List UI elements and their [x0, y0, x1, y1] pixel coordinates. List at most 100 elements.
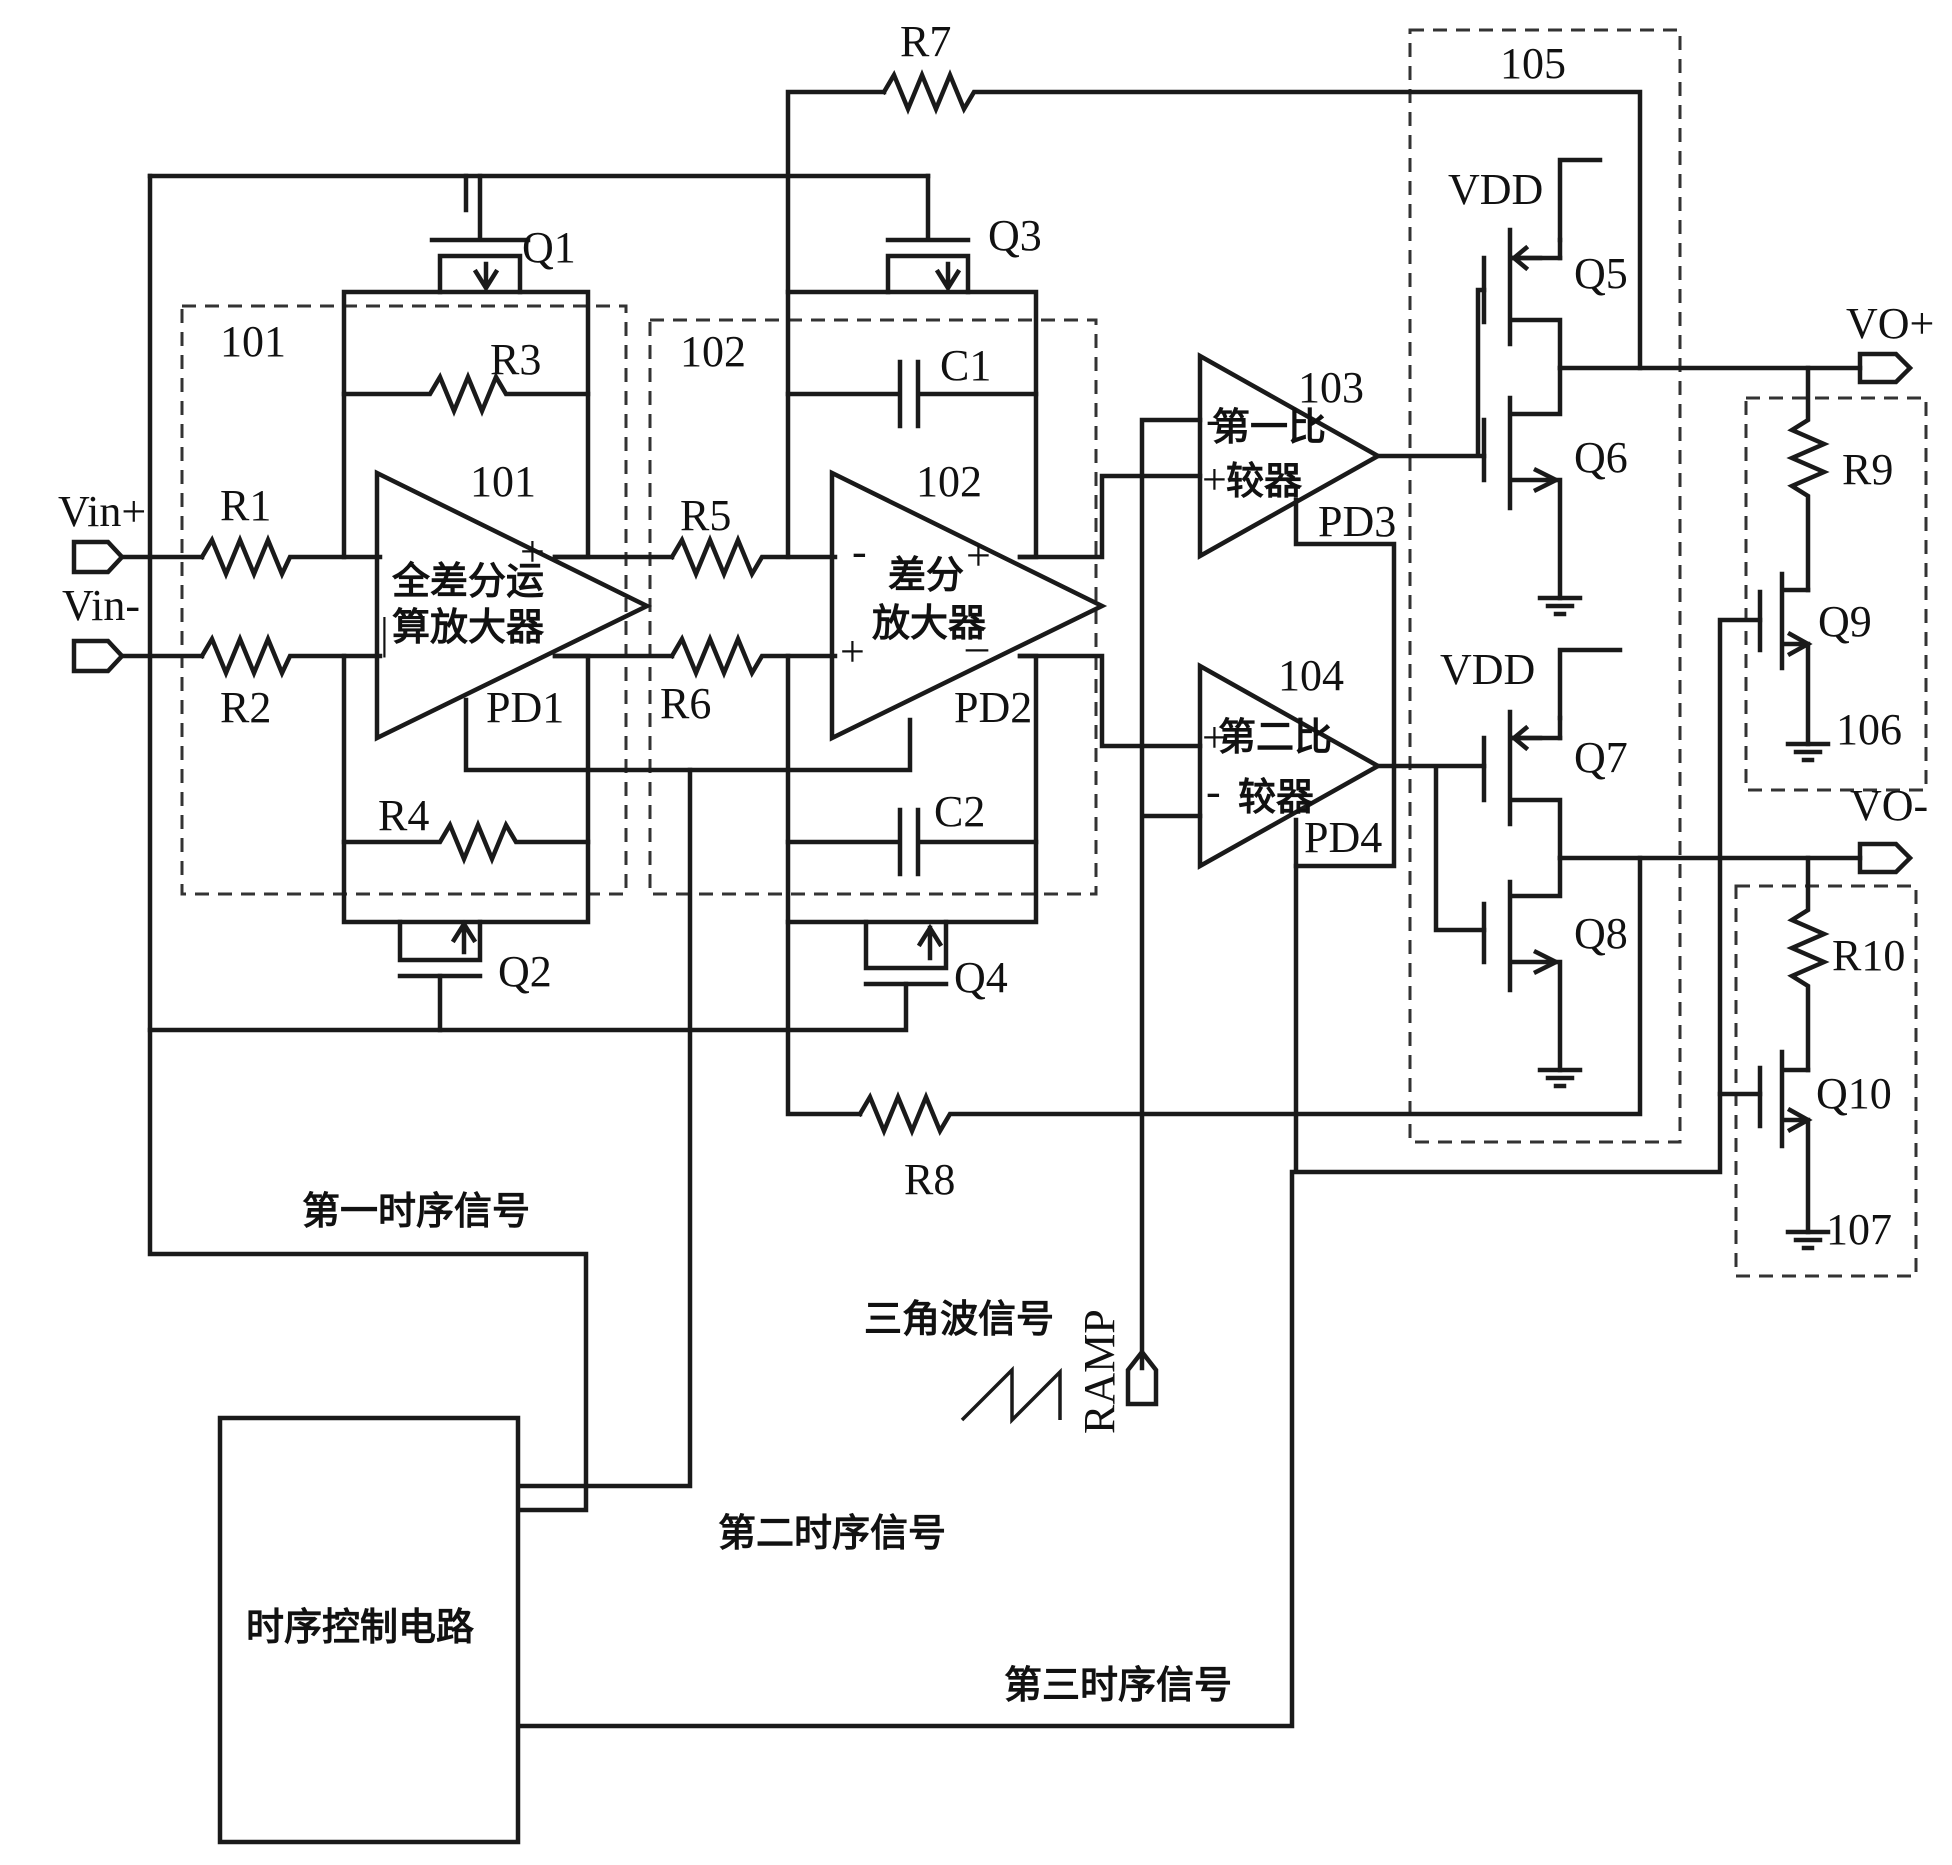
pd2-wire	[517, 767, 693, 1489]
r9-resistor	[1786, 365, 1830, 593]
box-105-label: 105	[1500, 39, 1566, 88]
q1-gate-wire	[147, 173, 469, 213]
amp101-sign-minus: |	[380, 609, 389, 658]
amp-102-triangle	[829, 469, 1108, 742]
amp2-text-line2: 放大器	[872, 601, 987, 645]
q3-label: Q3	[988, 211, 1042, 260]
q8-transistor	[1481, 855, 1563, 1073]
r7-label: R7	[900, 17, 951, 66]
box-101-label: 101	[220, 317, 286, 366]
r2-resistor	[198, 633, 383, 679]
q10-transistor	[1757, 1049, 1811, 1235]
q1-arrow	[472, 261, 500, 293]
comparator-103-triangle	[1197, 352, 1383, 560]
r3-resistor	[341, 371, 591, 417]
cmp103-sign-minus: -	[1206, 395, 1221, 444]
triangle-wave-label: 三角波信号	[864, 1297, 1054, 1341]
q1-label: Q1	[522, 223, 576, 272]
r4-resistor	[341, 819, 591, 865]
r3-label: R3	[490, 335, 541, 384]
r5-label: R5	[680, 491, 731, 540]
block-106-box	[1744, 396, 1928, 792]
pd4-label: PD4	[1304, 813, 1382, 862]
r6-label: R6	[660, 679, 711, 728]
vdd2-rail	[1557, 647, 1623, 721]
r2-label: R2	[220, 683, 271, 732]
q9-transistor	[1757, 571, 1811, 747]
cmp2-text-line2: 较器	[1238, 775, 1315, 819]
amp-101-triangle	[374, 469, 653, 742]
cmp-104-label: 104	[1278, 651, 1344, 700]
r1-label: R1	[220, 481, 271, 530]
box-102-label: 102	[680, 327, 746, 376]
cmp104-sign-plus: +	[1202, 713, 1227, 762]
c2-label: C2	[934, 787, 985, 836]
q6-transistor	[1481, 365, 1563, 601]
ramp-sawtooth-icon	[960, 1365, 1062, 1425]
amp102-sign-plus: +	[840, 627, 865, 676]
cmp-103-label: 103	[1298, 363, 1364, 412]
amp102-out-sign-plus: +	[966, 531, 991, 580]
amp102-feedback-top	[785, 289, 1039, 560]
cmp2-text-line1: 第二比	[1218, 715, 1332, 759]
r4-label: R4	[378, 791, 429, 840]
ramp-label: RAMP	[1075, 1309, 1124, 1434]
vdd-1-label: VDD	[1448, 165, 1543, 214]
ground-1-icon	[1537, 595, 1583, 617]
amp102-out-minus	[1017, 653, 1203, 749]
second-timing-label: 第二时序信号	[718, 1511, 946, 1555]
ramp-terminal	[1125, 1348, 1159, 1407]
amp-102-label: 102	[916, 457, 982, 506]
q10-arrow	[1786, 1106, 1813, 1134]
box-106-label: 106	[1836, 705, 1902, 754]
first-timing-wire	[147, 173, 589, 1513]
comparator-104-triangle	[1197, 662, 1383, 870]
vo-plus-label: VO+	[1846, 299, 1934, 348]
pd3-label: PD3	[1318, 497, 1396, 546]
vo-plus-terminal	[1857, 351, 1914, 385]
vo-minus-terminal	[1857, 841, 1914, 875]
r1-resistor	[198, 534, 383, 580]
ground-3-icon	[1785, 741, 1831, 763]
labels: Vin+ Vin- R1 R2 R3 R4 R5 R6 R7 R8 R9 R10…	[58, 17, 1934, 1707]
q10-label: Q10	[1816, 1069, 1892, 1118]
box-107-label: 107	[1826, 1205, 1892, 1254]
third-timing-wire	[517, 1169, 1295, 1729]
q8-label: Q8	[1574, 909, 1628, 958]
q9-label: Q9	[1818, 597, 1872, 646]
amp2-text-line1: 差分	[888, 553, 964, 597]
r8-label: R8	[904, 1155, 955, 1204]
c1-capacitor	[785, 359, 1039, 429]
q1-transistor	[429, 173, 531, 295]
r10-resistor	[1786, 855, 1830, 1073]
amp-101-label: 101	[470, 457, 536, 506]
r6-resistor	[668, 633, 838, 679]
q9-arrow	[1786, 630, 1813, 658]
vin-minus-label: Vin-	[62, 581, 140, 630]
r5-resistor	[668, 534, 838, 580]
q4-arrow	[916, 923, 944, 961]
r7-wire-left	[785, 89, 887, 295]
r10-label: R10	[1832, 931, 1905, 980]
q8-arrow	[1532, 948, 1562, 976]
q7-label: Q7	[1574, 733, 1628, 782]
ground-2-icon	[1537, 1067, 1583, 1089]
q2-gate-wire	[147, 973, 443, 1033]
cmp103-sign-plus: +	[1202, 455, 1227, 504]
cmp104-out-wire	[1375, 763, 1487, 933]
first-timing-label: 第一时序信号	[302, 1189, 530, 1233]
vin-plus-terminal	[71, 539, 126, 575]
amp1-text-line2: 算放大器	[392, 605, 545, 649]
block-105-box	[1408, 28, 1682, 1144]
amp1-text-line1: 全差分运	[391, 559, 544, 603]
c1-label: C1	[940, 341, 991, 390]
vin-plus-label: Vin+	[58, 487, 146, 536]
c2-capacitor	[785, 807, 1039, 877]
cmp103-out-wire	[1375, 287, 1487, 459]
amp102-out-plus	[1017, 473, 1203, 560]
amp102-sign-minus: -	[852, 527, 867, 576]
pd1-label: PD1	[486, 683, 564, 732]
r8-wire-left	[785, 919, 863, 1117]
cmp104-sign-minus: -	[1206, 767, 1221, 816]
